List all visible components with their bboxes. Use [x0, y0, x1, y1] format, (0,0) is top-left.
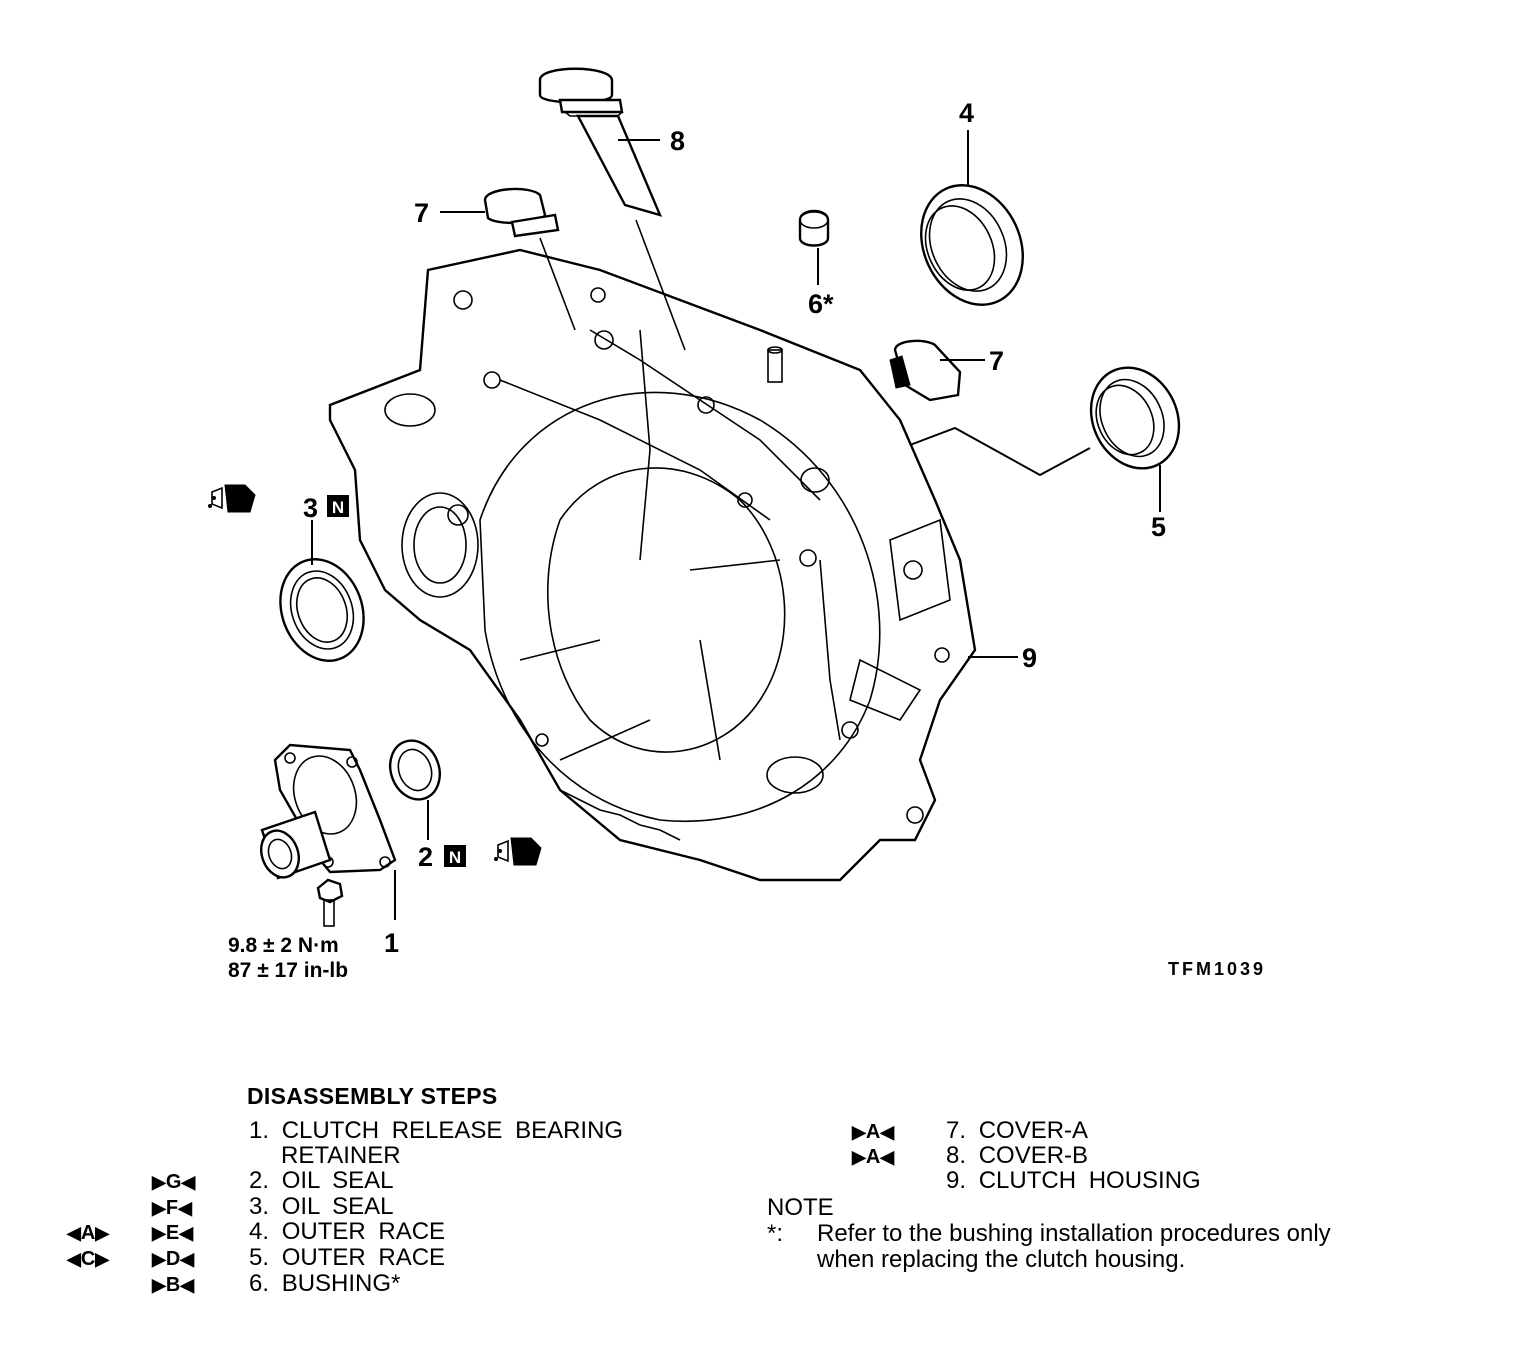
callout-3: 3 [303, 493, 318, 523]
callout-7-upper: 7 [414, 198, 429, 228]
bushing [798, 209, 830, 285]
step-number: 5. [249, 1244, 270, 1271]
grease-icon [494, 837, 542, 866]
step-text: CLUTCH HOUSING [978, 1167, 1201, 1194]
callout-1: 1 [384, 928, 399, 958]
note-title: NOTE [767, 1194, 834, 1221]
step-row: RETAINER [281, 1143, 401, 1169]
figure-code: TFM1039 [1168, 959, 1266, 979]
step-number: 7. [946, 1117, 967, 1144]
step-number: 4. [249, 1218, 270, 1245]
removal-mark: ◀C▶ [67, 1248, 110, 1270]
step-number: 2. [249, 1167, 270, 1194]
note-line-1: Refer to the bushing installation proced… [817, 1220, 1331, 1247]
grease-icon [208, 484, 256, 513]
step-number: 6. [249, 1270, 270, 1297]
oil-seal-left [279, 520, 365, 662]
note-asterisk: *: [767, 1220, 784, 1247]
callout-6: 6* [808, 289, 834, 319]
callout-8: 8 [670, 126, 685, 156]
step-row: 2. OIL SEAL [249, 1168, 394, 1194]
replace-badge-2-text: N [449, 848, 461, 867]
step-row: 4. OUTER RACE [249, 1219, 445, 1245]
service-mark: ▶A◀ [852, 1146, 895, 1168]
service-mark-letter: A [865, 1121, 881, 1143]
step-number: 9. [946, 1167, 967, 1194]
callout-9: 9 [1022, 643, 1037, 673]
service-mark-letter: E [165, 1222, 180, 1244]
step-row: 8. COVER-B [946, 1143, 1088, 1169]
step-text: CLUTCH RELEASE BEARING [281, 1117, 624, 1144]
replace-badge-3-text: N [332, 498, 344, 517]
torque-imperial: 87 ± 17 in-lb [228, 959, 348, 982]
step-row: 5. OUTER RACE [249, 1245, 445, 1271]
removal-mark: ◀A▶ [67, 1222, 110, 1244]
service-mark-letter: G [165, 1171, 182, 1193]
callout-5: 5 [1151, 512, 1166, 542]
steps-title: DISASSEMBLY STEPS [247, 1083, 498, 1109]
step-row: 3. OIL SEAL [249, 1194, 394, 1220]
service-mark: ▶E◀ [152, 1222, 194, 1244]
note-line-2: when replacing the clutch housing. [817, 1246, 1186, 1273]
service-mark: ▶G◀ [152, 1171, 196, 1193]
service-mark-letter: D [165, 1248, 181, 1270]
oil-seal-lower [389, 739, 441, 840]
removal-mark-letter: C [80, 1248, 96, 1270]
step-row: 7. COVER-A [946, 1118, 1088, 1144]
clutch-release-bearing-retainer [259, 743, 397, 927]
callout-2: 2 [418, 842, 433, 872]
clutch-housing [328, 248, 977, 882]
callout-4: 4 [959, 98, 974, 128]
service-mark: ▶A◀ [852, 1121, 895, 1143]
torque-metric: 9.8 ± 2 N·m [228, 934, 339, 957]
cover-a-right [889, 339, 985, 402]
replace-badge-2: N [444, 845, 466, 867]
step-row: 6. BUSHING* [249, 1271, 400, 1297]
outer-race-lower [909, 366, 1181, 512]
service-mark-letter: F [165, 1197, 179, 1219]
step-text: COVER-A [978, 1117, 1089, 1144]
service-mark: ▶D◀ [152, 1248, 195, 1270]
cover-b [538, 67, 686, 351]
outer-race-upper [920, 130, 1024, 306]
clutch-housing-exploded-view: N N 1 2 3 4 5 6* 7 7 8 9 9.8 ± 2 N·m 87 … [208, 67, 1266, 982]
step-number: 1. [249, 1117, 270, 1144]
callout-7-right: 7 [989, 346, 1004, 376]
step-text: BUSHING* [281, 1270, 401, 1297]
service-mark-letter: B [165, 1274, 181, 1296]
step-text: COVER-B [978, 1142, 1089, 1169]
replace-badge-3: N [327, 495, 349, 517]
step-text: OUTER RACE [281, 1218, 446, 1245]
service-mark: ▶F◀ [152, 1197, 192, 1219]
step-text: OUTER RACE [281, 1244, 446, 1271]
step-text: OIL SEAL [281, 1193, 394, 1220]
removal-mark-letter: A [80, 1222, 96, 1244]
step-row: 1. CLUTCH RELEASE BEARING [249, 1118, 623, 1144]
step-text: RETAINER [281, 1142, 401, 1169]
step-text: OIL SEAL [281, 1167, 394, 1194]
step-row: 9. CLUTCH HOUSING [946, 1168, 1201, 1194]
service-mark-letter: A [865, 1146, 881, 1168]
service-mark: ▶B◀ [152, 1274, 195, 1296]
cover-a-upper [440, 187, 576, 331]
step-number: 3. [249, 1193, 270, 1220]
step-number: 8. [946, 1142, 967, 1169]
